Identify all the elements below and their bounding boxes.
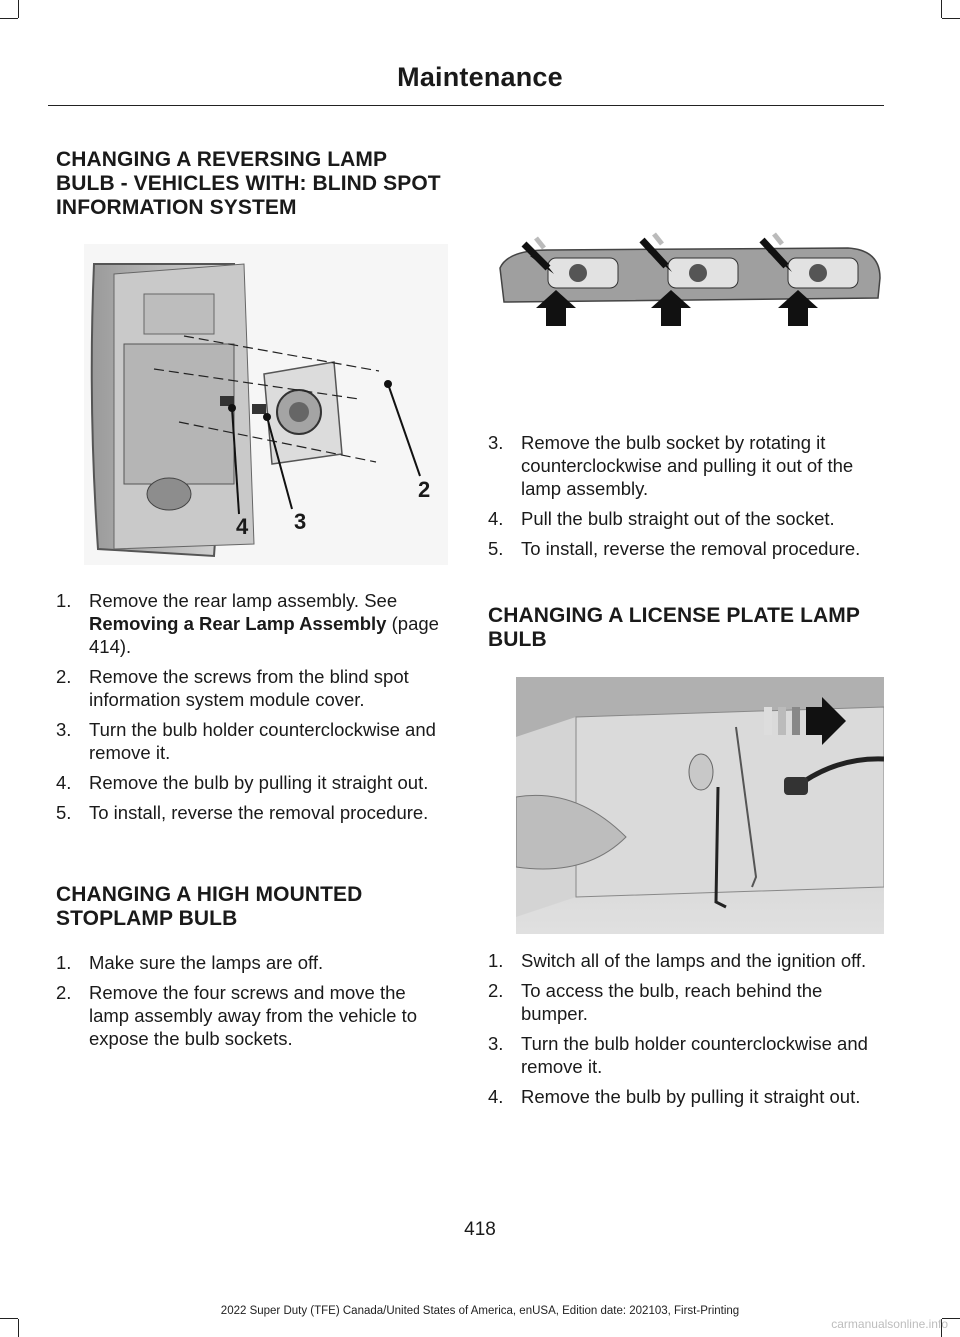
list-item: 2. Remove the four screws and move the la… [56,981,448,1050]
watermark: carmanualsonline.info [831,1317,948,1331]
list-item: 4. Remove the bulb by pulling it straight… [488,1085,884,1108]
step-number: 2. [56,982,72,1003]
rear-lamp-assembly-figure: 2 3 4 [84,244,448,565]
step-text: (page 414). [89,613,439,657]
high-mounted-stoplamp-figure [488,228,884,334]
list-item: 5. To install, reverse the removal proced… [56,801,448,824]
step-number: 1. [56,952,72,973]
step-number: 4. [488,508,504,529]
header-divider [48,105,884,106]
step-text: To install, reverse the removal procedur… [521,538,861,559]
edition-footer: 2022 Super Duty (TFE) Canada/United Stat… [220,1305,740,1317]
step-number: 3. [56,719,72,740]
step-text: Remove the rear lamp assembly. See [89,590,398,611]
page-number: 418 [464,1219,496,1240]
list-item: 3. Turn the bulb holder counterclockwise … [56,718,448,764]
step-text: To install, reverse the removal procedur… [89,802,429,823]
step-number: 3. [488,432,504,453]
crop-mark [941,1319,942,1337]
list-item: 3. Remove the bulb socket by rotating it … [488,431,884,500]
crop-mark [18,1319,19,1337]
list-item: 4. Remove the bulb by pulling it straight… [56,771,448,794]
list-item: 1. Remove the rear lamp assembly. See Rem… [56,589,448,658]
reversing-lamp-steps: 1. Remove the rear lamp assembly. See Rem… [56,589,448,831]
step-number: 4. [488,1086,504,1107]
list-item: 1. Make sure the lamps are off. [56,951,448,974]
step-number: 5. [56,802,72,823]
step-text: Remove the screws from the blind spot in… [89,666,409,710]
step-text: Make sure the lamps are off. [89,952,324,973]
page-header-title: Maintenance [397,62,563,92]
list-item: 1. Switch all of the lamps and the igniti… [488,949,884,972]
crop-mark [0,18,18,19]
step-text: Pull the bulb straight out of the socket… [521,508,835,529]
step-number: 1. [56,590,72,611]
callout-label-4: 4 [236,514,249,539]
section-heading-high-mounted-stoplamp: CHANGING A HIGH MOUNTED STOPLAMP BULB [56,883,363,930]
step-number: 5. [488,538,504,559]
section-heading-reversing-lamp: CHANGING A REVERSING LAMP BULB - VEHICLE… [56,148,441,219]
list-item: 2. Remove the screws from the blind spot … [56,665,448,711]
step-number: 3. [488,1033,504,1054]
list-item: 4. Pull the bulb straight out of the sock… [488,507,884,530]
step-text: Remove the bulb by pulling it straight o… [89,772,429,793]
callout-label-3: 3 [294,509,307,534]
stoplamp-steps-part1: 1. Make sure the lamps are off. 2. Remove … [56,951,448,1057]
step-number: 2. [488,980,504,1001]
section-heading-license-plate-lamp: CHANGING A LICENSE PLATE LAMP BULB [488,604,860,651]
step-text: Remove the four screws and move the lamp… [89,982,417,1049]
list-item: 3. Turn the bulb holder counterclockwise … [488,1032,884,1078]
stoplamp-steps-part2: 3. Remove the bulb socket by rotating it … [488,431,884,567]
crop-mark [0,1318,18,1319]
step-number: 2. [56,666,72,687]
step-text: Turn the bulb holder counterclockwise an… [89,719,436,763]
step-text: To access the bulb, reach behind the bum… [521,980,823,1024]
crop-mark [941,0,942,18]
step-text: Switch all of the lamps and the ignition… [521,950,867,971]
crop-mark [942,1318,960,1319]
license-plate-lamp-steps: 1. Switch all of the lamps and the igniti… [488,949,884,1115]
step-text: Turn the bulb holder counterclockwise an… [521,1033,868,1077]
step-text: Remove the bulb by pulling it straight o… [521,1086,861,1107]
callout-label-2: 2 [418,477,431,502]
cross-reference-link[interactable]: Removing a Rear Lamp Assembly [89,613,387,634]
step-number: 1. [488,950,504,971]
step-text: Remove the bulb socket by rotating it co… [521,432,854,499]
crop-mark [18,0,19,18]
list-item: 2. To access the bulb, reach behind the b… [488,979,884,1025]
step-number: 4. [56,772,72,793]
list-item: 5. To install, reverse the removal proced… [488,537,884,560]
license-plate-lamp-figure [516,677,884,934]
crop-mark [942,18,960,19]
